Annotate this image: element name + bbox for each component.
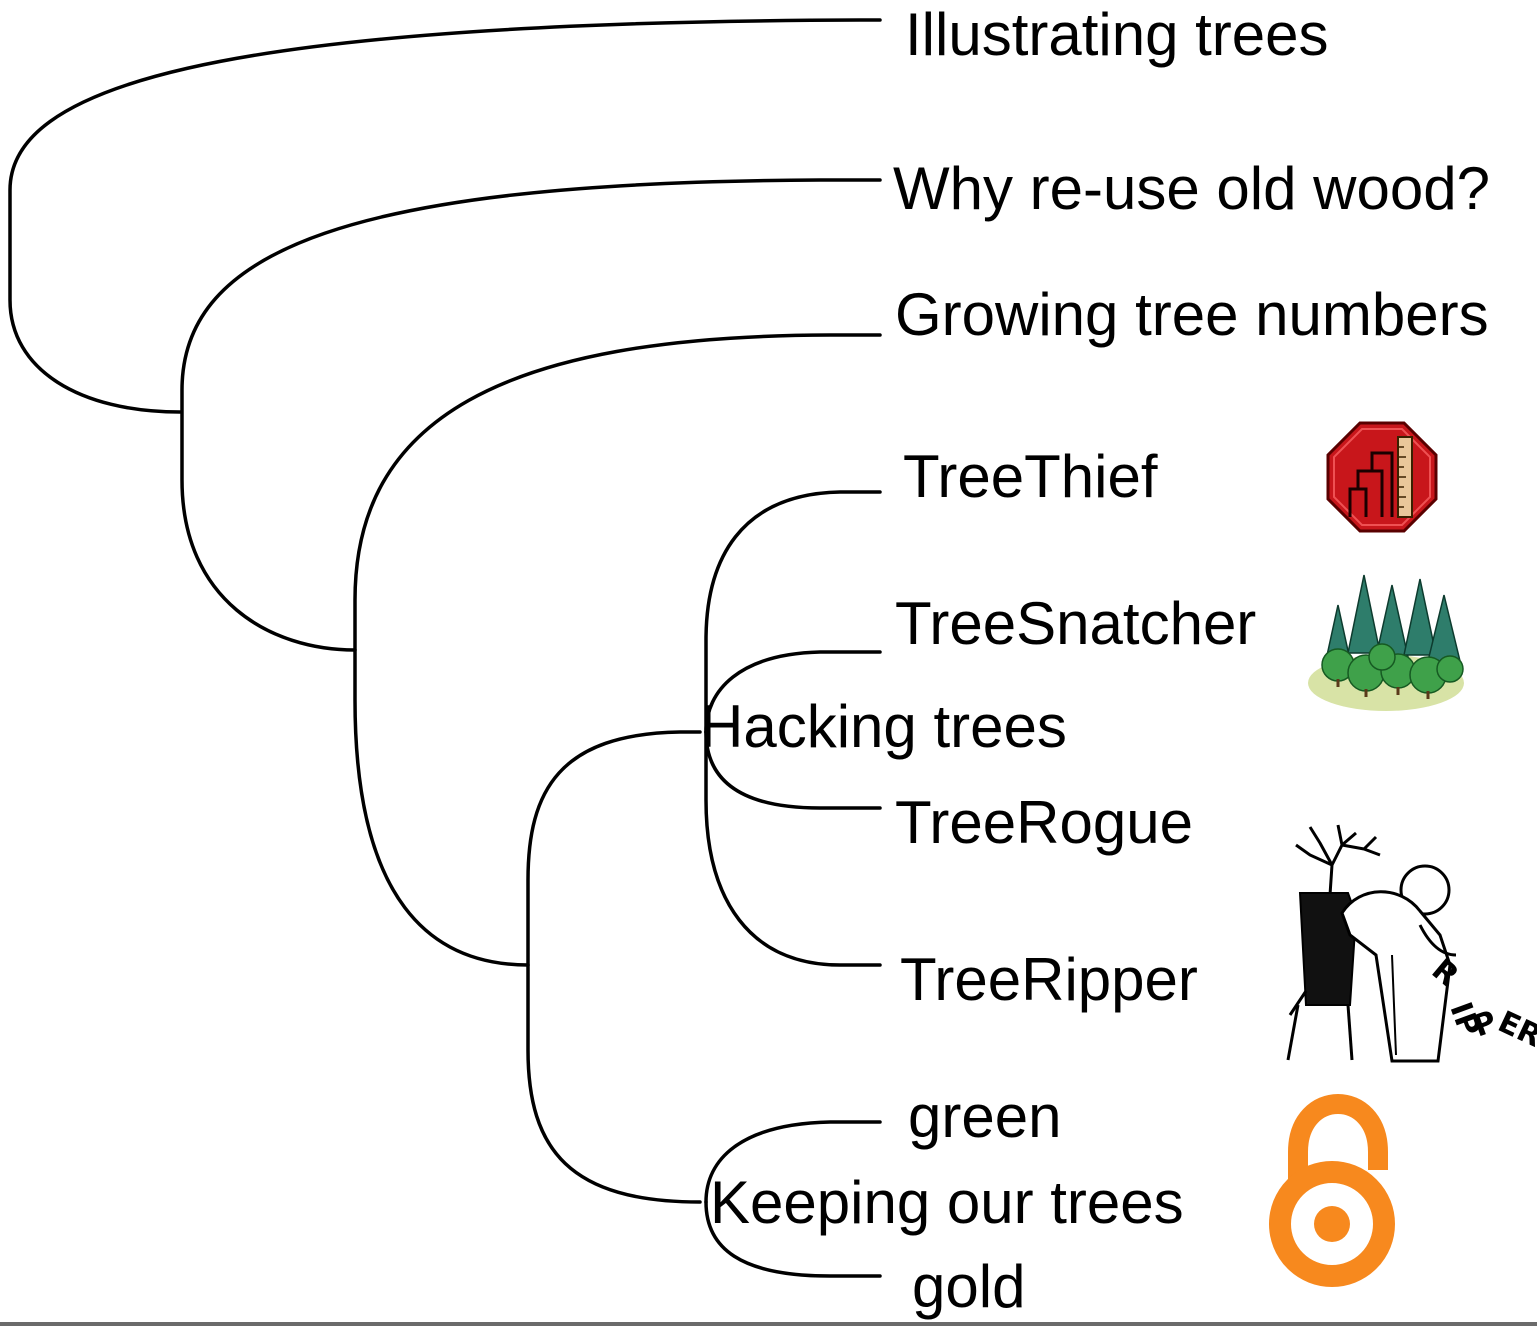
open-access-lock-icon <box>1269 1093 1395 1287</box>
label-why-reuse-old-wood: Why re-use old wood? <box>893 155 1490 222</box>
bottom-border <box>0 1322 1537 1326</box>
branch-treesnatcher <box>704 650 882 734</box>
scientist-chipper-illustration: R IP P ER <box>1286 824 1537 1063</box>
label-green: green <box>908 1083 1061 1150</box>
branch-gold <box>704 1200 882 1278</box>
branch-growing <box>353 333 882 967</box>
label-illustrating-trees: Illustrating trees <box>905 1 1329 68</box>
branch-treerogue <box>704 730 882 810</box>
label-growing-tree-numbers: Growing tree numbers <box>895 281 1489 348</box>
leaf-labels: Illustrating trees Why re-use old wood? … <box>893 1 1490 1320</box>
label-treeripper: TreeRipper <box>900 946 1198 1013</box>
internal-labels: Hacking trees Keeping our trees <box>700 693 1184 1236</box>
label-treesnatcher: TreeSnatcher <box>895 590 1256 657</box>
label-keeping-our-trees: Keeping our trees <box>710 1169 1184 1236</box>
forest-icon <box>1308 574 1464 711</box>
branch-treethief <box>704 490 882 734</box>
branch-illustrating <box>8 18 882 414</box>
svg-text:ER: ER <box>1493 1005 1537 1055</box>
label-treerogue: TreeRogue <box>895 789 1193 856</box>
label-hacking-trees: Hacking trees <box>700 693 1067 760</box>
tree-branches <box>8 18 882 1278</box>
svg-text:P: P <box>1469 1004 1502 1044</box>
label-treethief: TreeThief <box>903 443 1158 510</box>
stop-sign-ruler-icon <box>1326 421 1438 533</box>
branch-hacking-clade <box>526 730 702 1204</box>
branch-treeripper <box>704 730 882 967</box>
label-gold: gold <box>912 1253 1025 1320</box>
branch-green <box>704 1120 882 1204</box>
branch-why-reuse <box>180 178 882 652</box>
